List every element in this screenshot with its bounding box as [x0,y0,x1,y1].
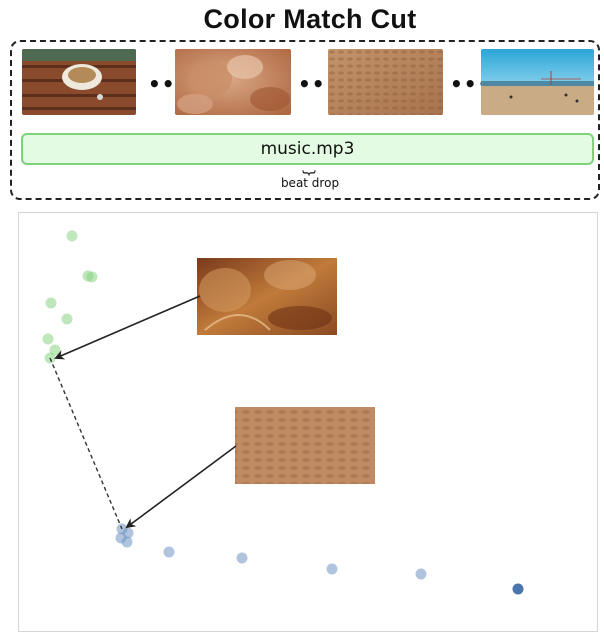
green-point [66,230,78,242]
green-point [61,313,73,325]
blue-frame-cluster [115,523,524,595]
blue-point [163,546,175,558]
match-dashed-line [49,357,123,530]
green-point [86,271,98,283]
blue-point [121,536,133,548]
sand-closeup-image [328,49,443,115]
ellipsis-3: ••• [450,72,492,96]
iced-drink-image [175,49,291,115]
video-timeline-panel [10,40,600,200]
blue-point [326,563,338,575]
green-point [45,297,57,309]
green-point [42,333,54,345]
beach-image [481,49,594,115]
thumbnail-beach[interactable] [481,49,594,115]
thumbnail-sand-closeup[interactable] [328,49,443,115]
blue-point [415,568,427,580]
beat-drop-label: beat drop [280,176,340,190]
dark-blue-point [512,583,524,595]
page-title: Color Match Cut [203,4,417,34]
sand-to-blue-arrow [125,445,237,529]
thumbnail-table-bowl[interactable] [22,49,136,115]
drink-color-image [197,258,337,335]
thumbnail-iced-drink[interactable] [175,49,291,115]
table-bowl-image [22,49,136,115]
drink-to-green-arrow [54,295,201,360]
sand-color-image [235,407,375,484]
blue-point [236,552,248,564]
audio-track-bar[interactable]: music.mp3 [21,133,594,165]
